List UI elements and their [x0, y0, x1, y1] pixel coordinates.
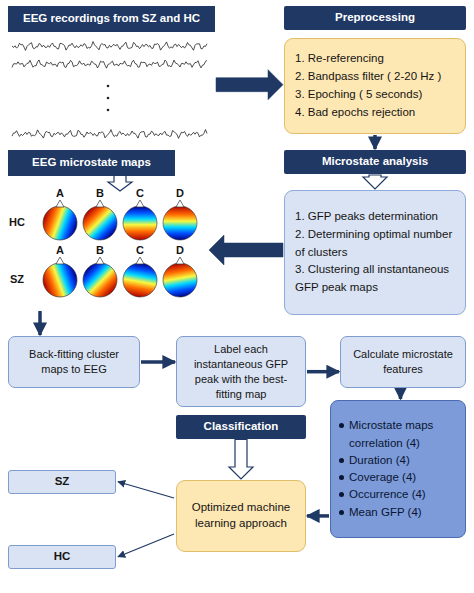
section-header: Microstate analysis — [284, 150, 466, 174]
row-label: HC — [8, 216, 26, 229]
flow-arrow — [373, 135, 377, 149]
box-text: Back-fitting cluster maps to EEG — [15, 347, 133, 377]
topo-map — [163, 206, 197, 240]
map-letter: D — [174, 244, 186, 257]
box-text: HC — [15, 549, 109, 565]
header-text: Preprocessing — [290, 10, 460, 26]
topo-map — [38, 201, 82, 245]
box-text: 2. Determining optimal number of cluster… — [295, 226, 455, 262]
classifier-box: Optimized machine learning approach — [176, 480, 306, 552]
process-box: Back-fitting cluster maps to EEG — [8, 336, 140, 388]
box-text: Occurrence (4) — [349, 486, 459, 503]
box-text: 1. GFP peaks determination — [295, 208, 455, 226]
process-box: Label each instantaneous GFP peak with t… — [176, 336, 306, 407]
row-label: SZ — [8, 273, 26, 286]
step-list-box: 1. GFP peaks determination2. Determining… — [284, 190, 466, 315]
eeg-trace — [12, 42, 207, 51]
class-box: SZ — [8, 470, 116, 494]
header-text: EEG microstate maps — [8, 150, 175, 176]
map-letter: B — [94, 187, 106, 200]
nose-mark — [56, 257, 184, 264]
feature-list-box: Microstate maps correlation (4)Duration … — [330, 400, 466, 538]
box-text: Mean GFP (4) — [349, 504, 459, 521]
box-text: 1. Re-referencing — [295, 50, 455, 68]
flow-arrow — [399, 389, 403, 399]
ellipsis-dot — [107, 85, 110, 88]
eeg-traces — [8, 36, 215, 144]
box-text: 4. Bad epochs rejection — [295, 104, 455, 122]
hollow-arrow — [108, 174, 132, 191]
nose-mark — [56, 200, 184, 207]
flow-arrow — [307, 514, 329, 518]
flow-arrow — [141, 360, 175, 364]
box-text: Optimized machine learning approach — [187, 500, 295, 531]
topo-map — [120, 260, 159, 299]
map-letter: C — [134, 187, 146, 200]
thin-arrow — [118, 534, 174, 557]
eeg-trace — [12, 60, 207, 68]
box-text: Coverage (4) — [349, 469, 459, 486]
topo-map — [160, 260, 199, 299]
block-arrow — [209, 235, 283, 265]
thin-arrow — [118, 482, 174, 498]
header-text: Classification — [182, 419, 300, 435]
topo-map — [38, 258, 82, 302]
eeg-trace — [12, 130, 207, 139]
box-text: Calculate microstate features — [347, 347, 459, 377]
panel-header: EEG microstate maps — [8, 150, 208, 310]
section-header: Preprocessing — [284, 6, 466, 30]
flow-arrow — [307, 370, 339, 374]
map-letter: D — [174, 187, 186, 200]
header-text: EEG recordings from SZ and HC — [8, 6, 215, 32]
box-text: 2. Bandpass filter ( 2-20 Hz ) — [295, 68, 455, 86]
box-text: SZ — [15, 474, 109, 490]
class-box: HC — [8, 545, 116, 569]
map-letter: A — [54, 187, 66, 200]
hollow-arrow — [363, 175, 387, 189]
ellipsis-dot — [107, 109, 110, 112]
flow-arrow — [38, 311, 42, 335]
box-text: Label each instantaneous GFP peak with t… — [183, 342, 299, 401]
map-row — [38, 256, 199, 304]
panel-header: EEG recordings from SZ and HC — [8, 6, 215, 144]
header-text: Microstate analysis — [290, 154, 460, 170]
map-letter: A — [54, 244, 66, 257]
step-list-box: 1. Re-referencing2. Bandpass filter ( 2-… — [284, 38, 466, 134]
hollow-arrow — [229, 440, 253, 479]
section-header: Classification — [176, 415, 306, 439]
box-text: 3. Clustering all instantaneous GFP peak… — [295, 261, 455, 297]
ellipsis-dot — [107, 97, 110, 100]
box-text: Duration (4) — [349, 452, 459, 469]
box-text: Microstate maps correlation (4) — [349, 417, 459, 452]
process-box: Calculate microstate features — [340, 336, 466, 388]
map-letter: C — [134, 244, 146, 257]
topo-map — [123, 206, 157, 240]
box-text: 3. Epoching ( 5 seconds) — [295, 86, 455, 104]
map-letter: B — [94, 244, 106, 257]
block-arrow — [216, 70, 283, 100]
map-row — [38, 199, 197, 247]
